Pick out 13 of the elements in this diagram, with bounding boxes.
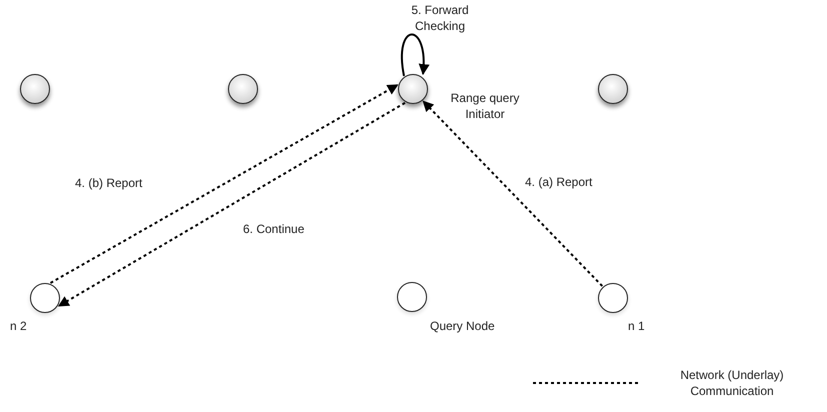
edge-label: 6. Continue	[243, 221, 306, 237]
edge-label: 4. (b) Report	[75, 175, 144, 191]
arrow	[50, 84, 398, 284]
arrow	[58, 102, 406, 307]
node-caption: n 2	[10, 318, 28, 334]
node-caption: n 1	[628, 318, 646, 334]
arrow	[422, 100, 604, 287]
edge-label: 4. (a) Report	[525, 174, 594, 190]
node-caption: Range query Initiator	[450, 90, 520, 122]
edge-label: 5. Forward Checking	[410, 2, 470, 34]
node-caption: Query Node	[430, 318, 496, 334]
legend-text: Network (Underlay) Communication	[679, 367, 785, 399]
arrow	[401, 34, 430, 76]
